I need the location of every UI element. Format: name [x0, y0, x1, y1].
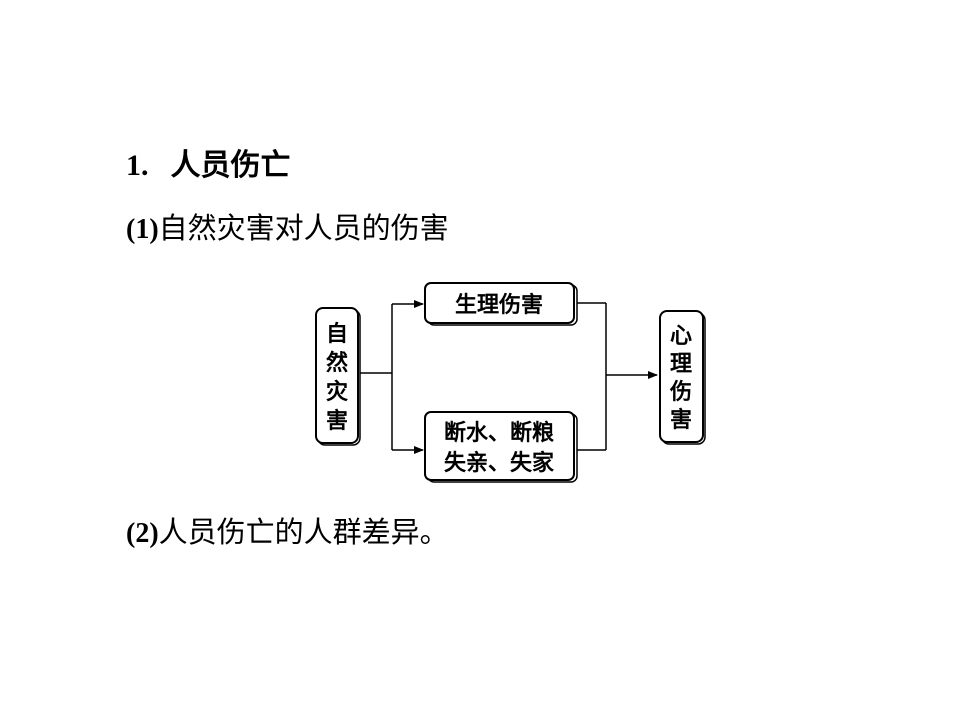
source-node: 自然灾害: [315, 307, 361, 446]
effect-node-2: 断水、断粮失亲、失家: [424, 411, 578, 483]
subsection-2: (2)人员伤亡的人群差异。: [126, 512, 449, 554]
source-node-box: [315, 307, 359, 444]
source-node-label: 自然灾害: [326, 321, 349, 434]
result-node-box: [659, 310, 704, 443]
source-text-char: 灾: [326, 379, 349, 405]
result-text-char: 伤: [669, 380, 692, 405]
result-text-char: 害: [670, 407, 692, 433]
result-node: 心理伤害: [659, 310, 706, 445]
effect-node-2-label: 断水、断粮失亲、失家: [444, 420, 555, 476]
source-connectors: [360, 300, 424, 454]
effect2-text-line: 断水、断粮: [444, 420, 554, 446]
result-text-char: 心: [670, 324, 692, 349]
subsection-2-number: (2): [126, 518, 159, 549]
source-text-char: 害: [326, 408, 348, 434]
source-text-char: 自: [326, 321, 348, 347]
section-heading: 1. 人员伤亡: [126, 146, 291, 186]
effect2-text-line: 失亲、失家: [444, 450, 555, 476]
source-text-char: 然: [326, 350, 348, 376]
section-number: 1.: [126, 149, 149, 182]
subsection-1-number: (1): [126, 214, 159, 245]
effect-node-2-box: [424, 411, 575, 481]
subsection-2-text: 人员伤亡的人群差异。: [158, 515, 449, 549]
result-text-char: 理: [670, 352, 692, 377]
subsection-1: (1)自然灾害对人员的伤害: [126, 208, 449, 250]
effect-node-1-label: 生理伤害: [455, 292, 543, 318]
section-title: 人员伤亡: [170, 148, 291, 183]
result-connectors: [577, 302, 658, 451]
result-node-label: 心理伤害: [669, 324, 692, 433]
subsection-1-text: 自然灾害对人员的伤害: [158, 211, 449, 245]
effect-node-1: 生理伤害: [424, 282, 578, 326]
effect-node-1-box: [424, 282, 575, 324]
